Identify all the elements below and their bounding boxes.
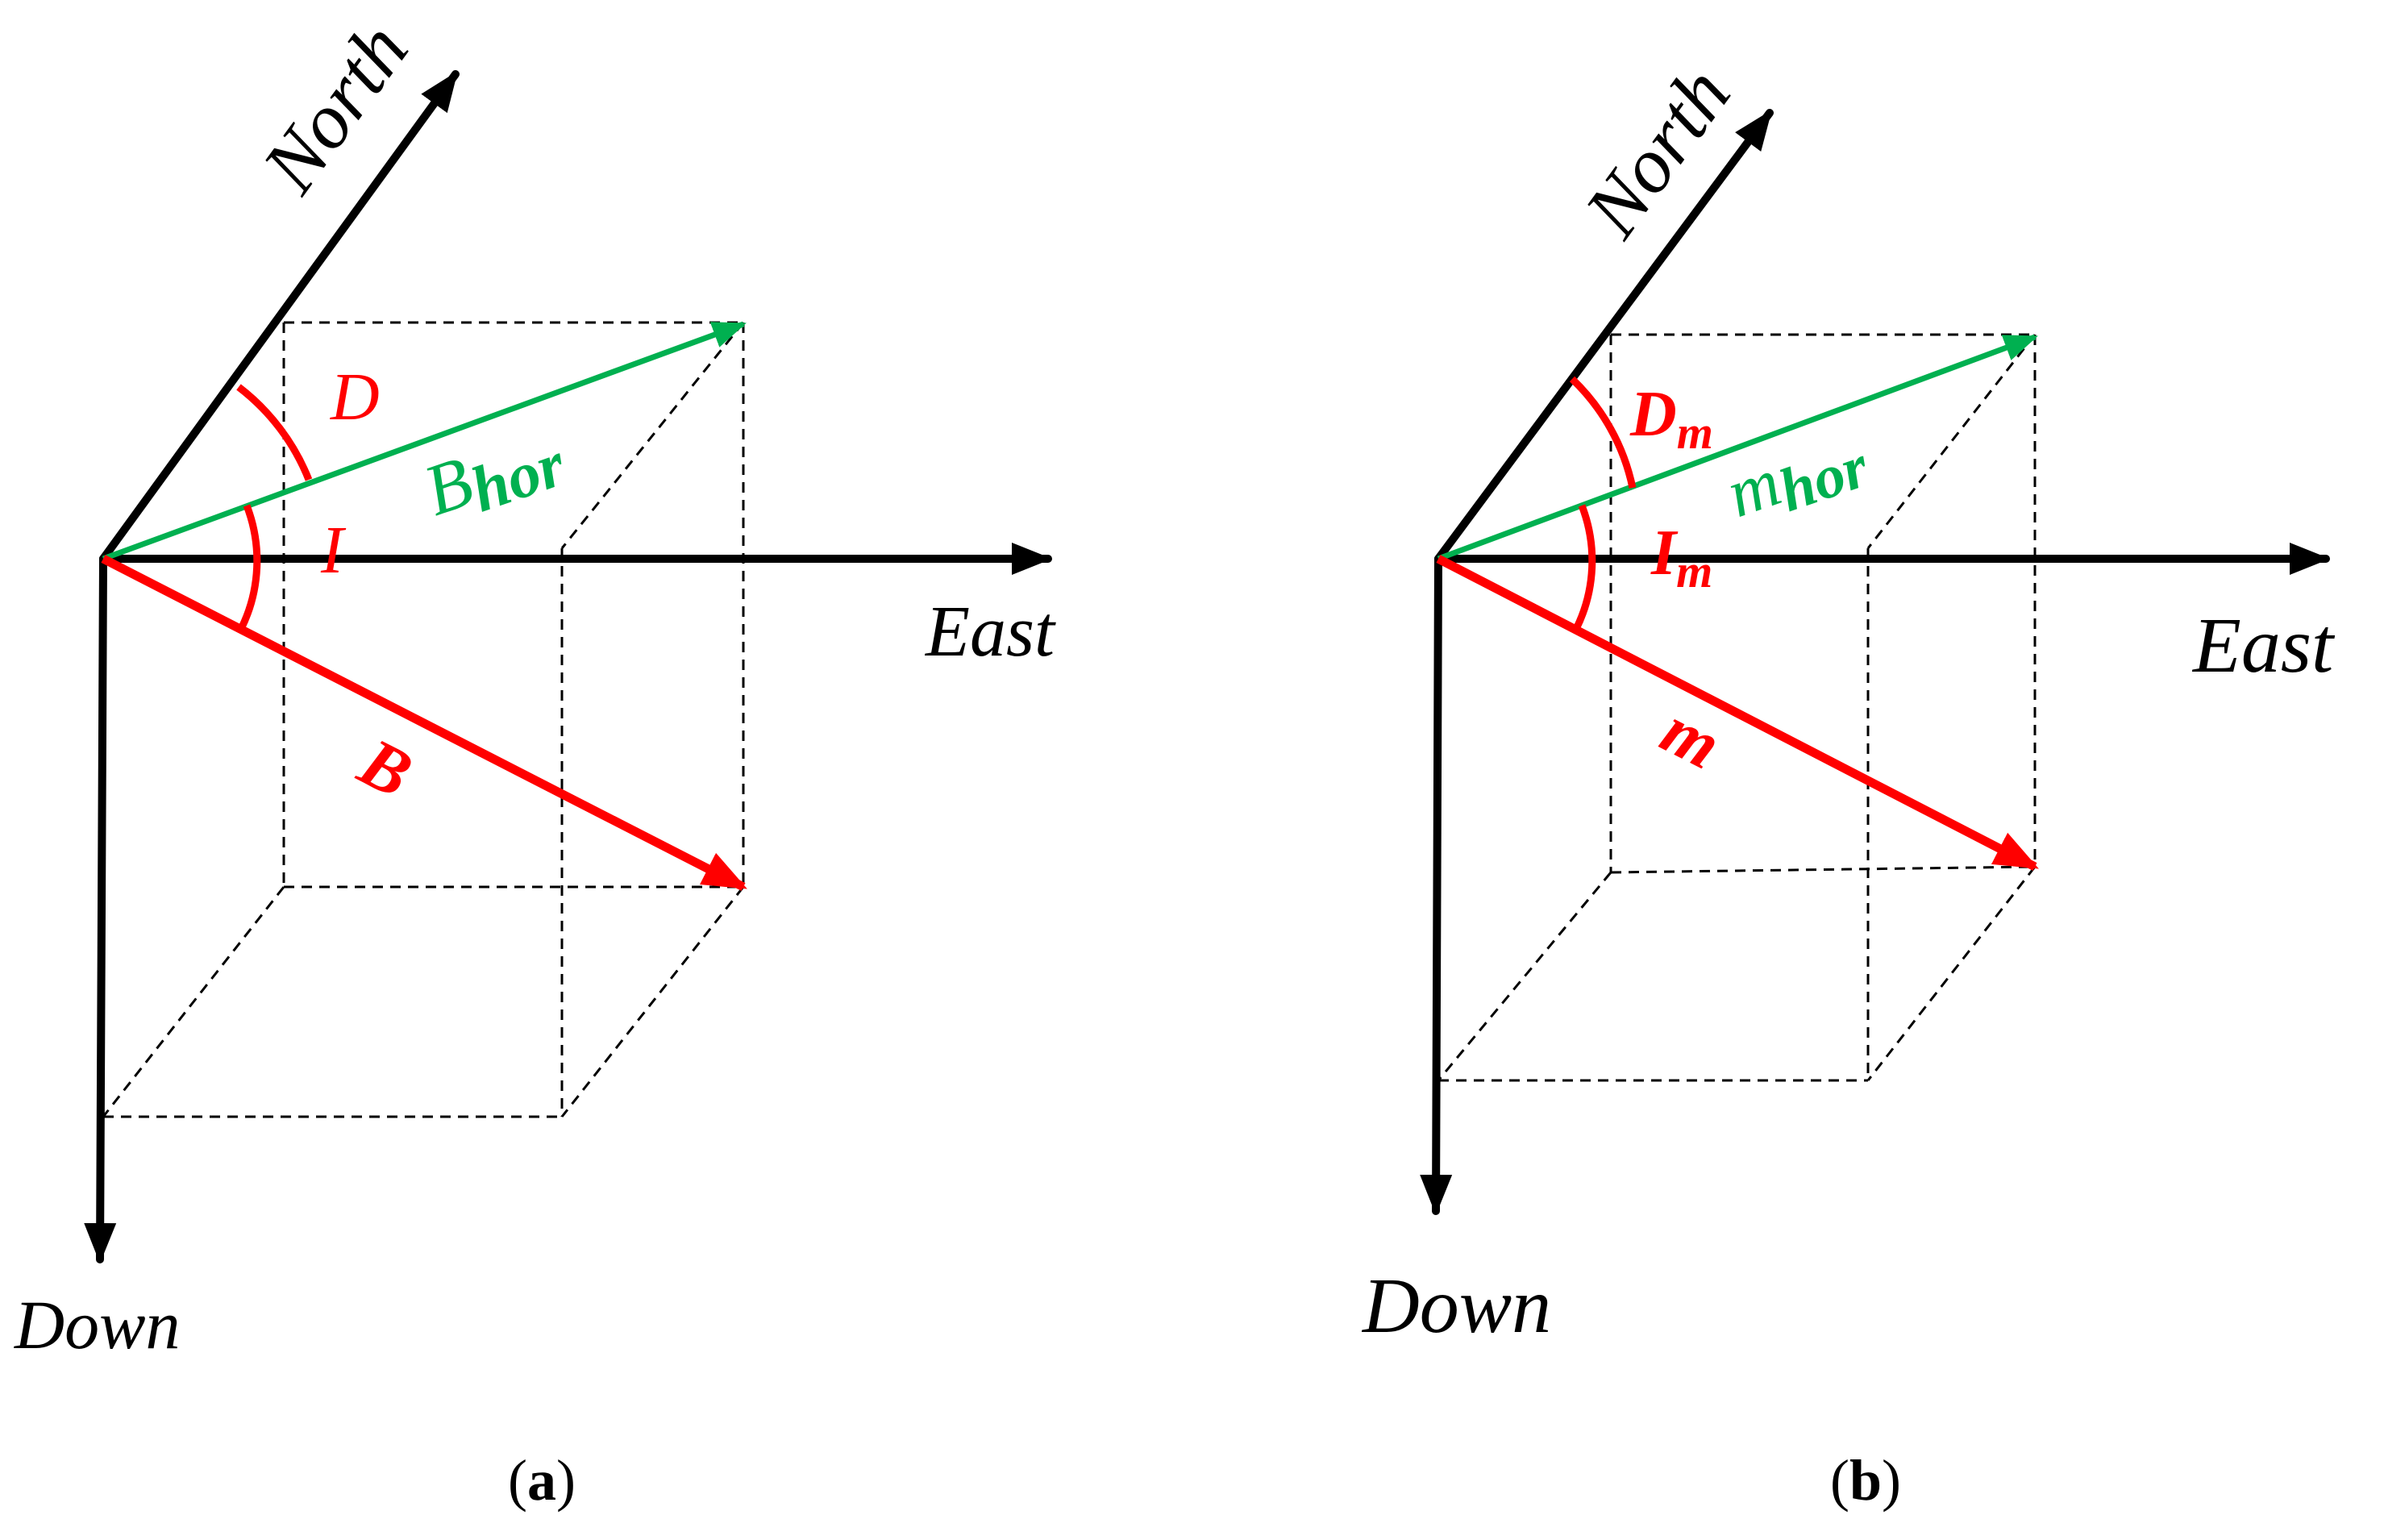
panel-a-north-label: North — [246, 7, 425, 208]
panel-a: North East Down D I Bhor B (a) — [14, 7, 1056, 1513]
panel-b-inclination-label: Im — [1650, 518, 1712, 597]
panel-b-north-axis — [1434, 109, 1774, 563]
panel-b: North East Down Dm Im mhor m (b) — [1361, 52, 2336, 1513]
panel-a-east-label: East — [924, 592, 1056, 672]
panel-a-down-label: Down — [14, 1286, 180, 1363]
panel-a-field-vector-label: B — [347, 722, 424, 813]
panel-b-declination-arc — [1569, 376, 1637, 489]
svg-text:mhor: mhor — [1717, 414, 1878, 542]
svg-text:Bhor: Bhor — [414, 410, 574, 540]
panel-b-horizontal-vector-label: mhor — [1717, 414, 1878, 542]
panel-b-declination-label: Dm — [1629, 379, 1713, 459]
panel-a-field-vector — [101, 555, 747, 891]
panel-a-horizontal-field-vector — [102, 321, 747, 562]
panel-b-field-vector — [1436, 555, 2039, 871]
panel-b-down-axis — [1420, 555, 1453, 1215]
panel-a-inclination-label: I — [320, 513, 347, 588]
panel-b-caption: (b) — [1830, 1448, 1901, 1513]
panel-b-north-label: North — [1568, 52, 1747, 252]
panel-a-down-axis — [84, 555, 117, 1263]
panel-a-inclination-arc — [237, 504, 261, 631]
panel-b-inclination-arc — [1572, 504, 1596, 631]
svg-text:B: B — [347, 722, 424, 813]
panel-a-caption: (a) — [508, 1448, 576, 1513]
panel-a-horizontal-vector-label: Bhor — [414, 410, 574, 540]
panel-a-declination-label: D — [330, 360, 380, 435]
panel-b-east-label: East — [2191, 602, 2336, 689]
panel-a-dashed-box — [102, 321, 745, 1118]
panel-b-down-label: Down — [1361, 1263, 1551, 1350]
panel-b-horizontal-field-vector — [1437, 334, 2038, 562]
panel-a-north-axis — [99, 70, 460, 563]
panel-b-dashed-box — [1437, 333, 2037, 1082]
panel-a-declination-arc — [236, 384, 313, 481]
